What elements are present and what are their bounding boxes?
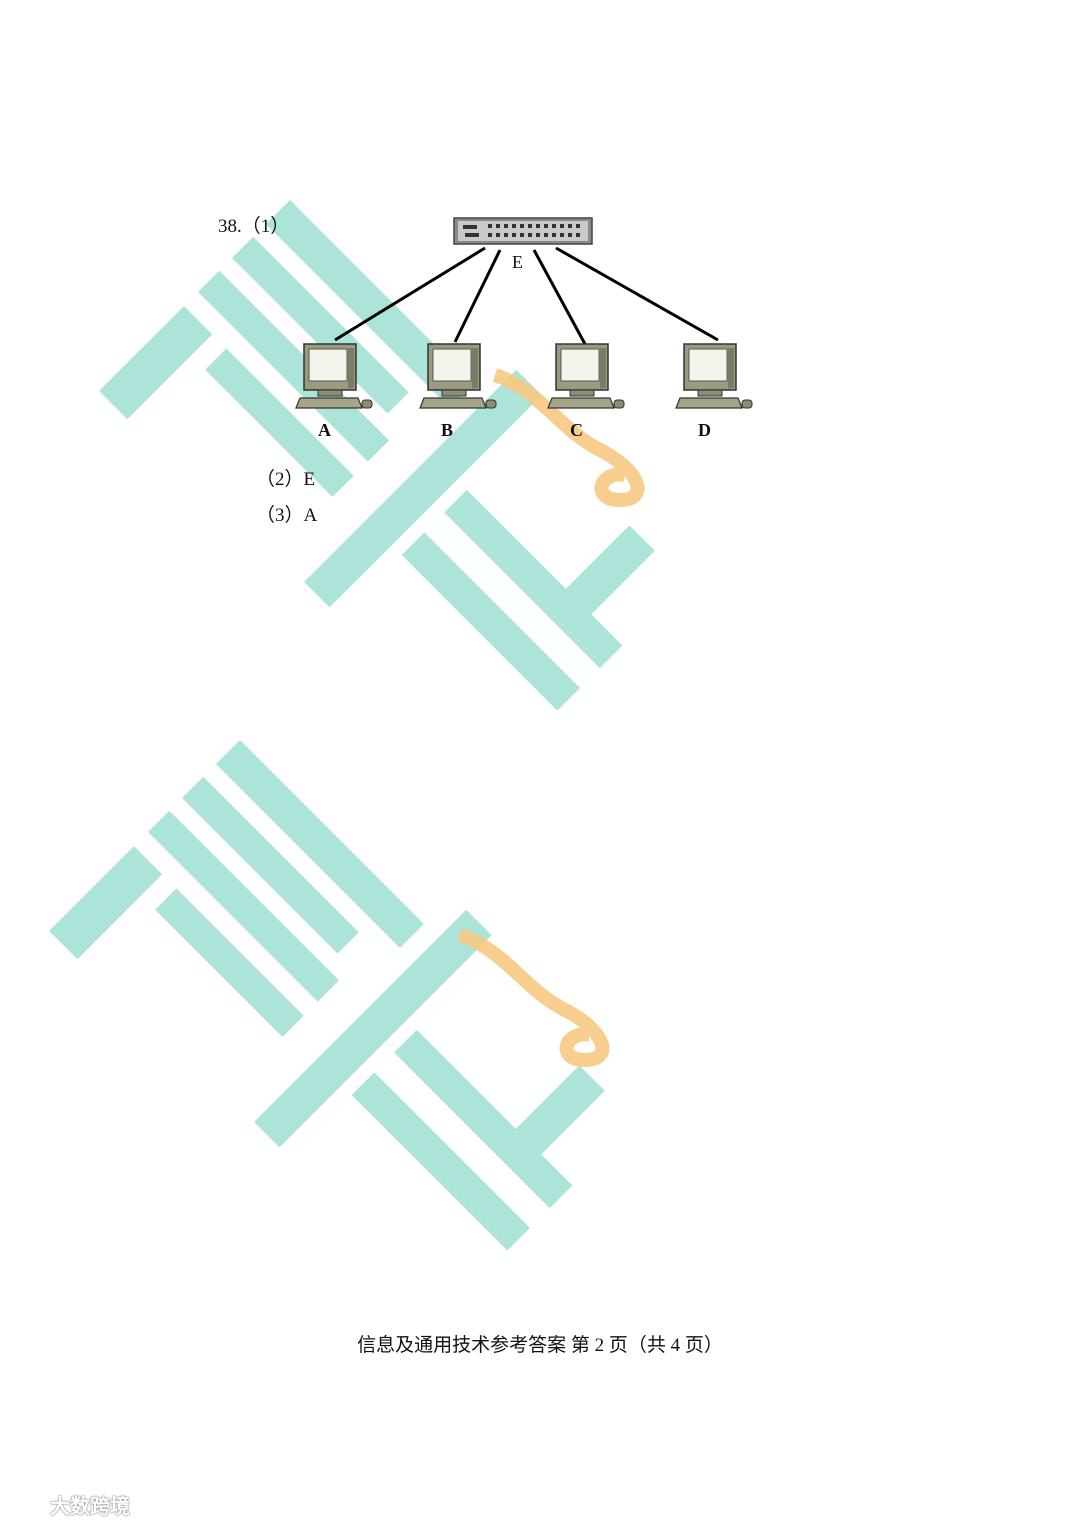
brand-logo-icon xyxy=(12,1495,46,1515)
computer-label-c: C xyxy=(570,420,583,441)
answer-item: （3）A xyxy=(256,500,317,527)
computer-label-b: B xyxy=(441,420,453,441)
switch-device xyxy=(454,218,592,244)
switch-label: E xyxy=(512,252,523,273)
answer-item: （2）E xyxy=(256,464,315,491)
computer-label-a: A xyxy=(318,420,331,441)
brand-text: 大数跨境 xyxy=(50,1490,130,1519)
question-number: 38.（1） xyxy=(218,211,289,238)
computer-label-d: D xyxy=(698,420,711,441)
page-footer: 信息及通用技术参考答案 第 2 页（共 4 页） xyxy=(0,1330,1080,1357)
brand-watermark: 大数跨境 xyxy=(12,1490,130,1519)
